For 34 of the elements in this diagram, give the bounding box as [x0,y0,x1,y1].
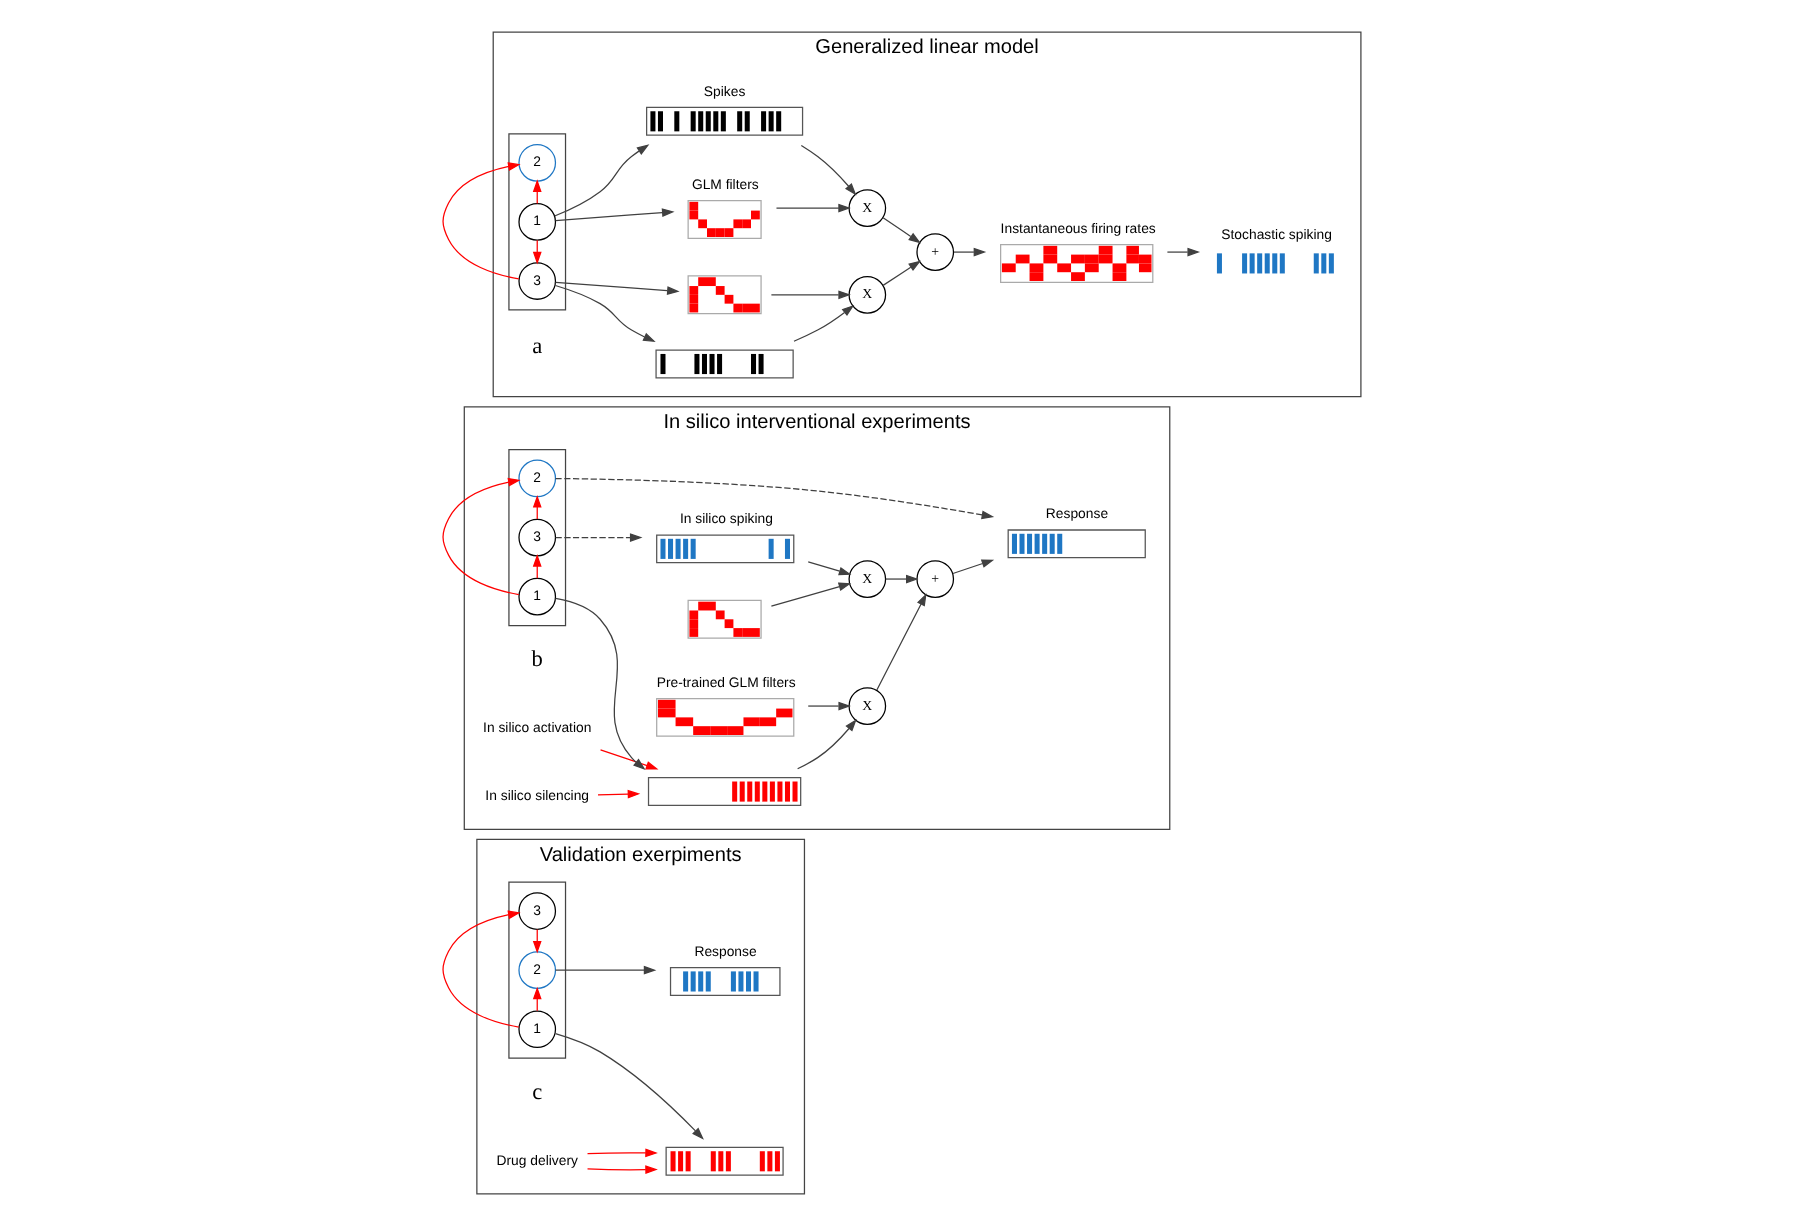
arrow [441,910,520,1028]
arrow [792,304,854,342]
arrow [769,582,851,607]
arrow [951,559,994,575]
arrow [596,789,640,799]
arrow [553,477,994,520]
arrow [884,574,918,584]
label: a [531,335,542,360]
arrow [553,284,655,343]
arrow [799,144,856,196]
arrow [806,701,850,711]
arrow [875,593,926,691]
arrow [585,1165,657,1175]
arrow [553,281,679,296]
label: c [531,1080,542,1105]
arrow [806,561,851,576]
arrow [774,203,850,213]
arrow [585,1148,657,1158]
arrow [553,1032,703,1140]
arrow [554,597,645,770]
arrow [769,290,850,300]
arrow [881,260,921,286]
arrow [553,144,649,217]
arrow [441,477,520,596]
label: b [530,648,542,673]
arrow [1165,247,1199,257]
arrow [952,247,986,257]
arrow [441,162,520,280]
arrow [598,749,658,770]
arrow [553,965,656,975]
arrow [796,719,856,770]
arrow [881,217,921,244]
arrow [553,208,674,222]
arrow [553,533,642,542]
